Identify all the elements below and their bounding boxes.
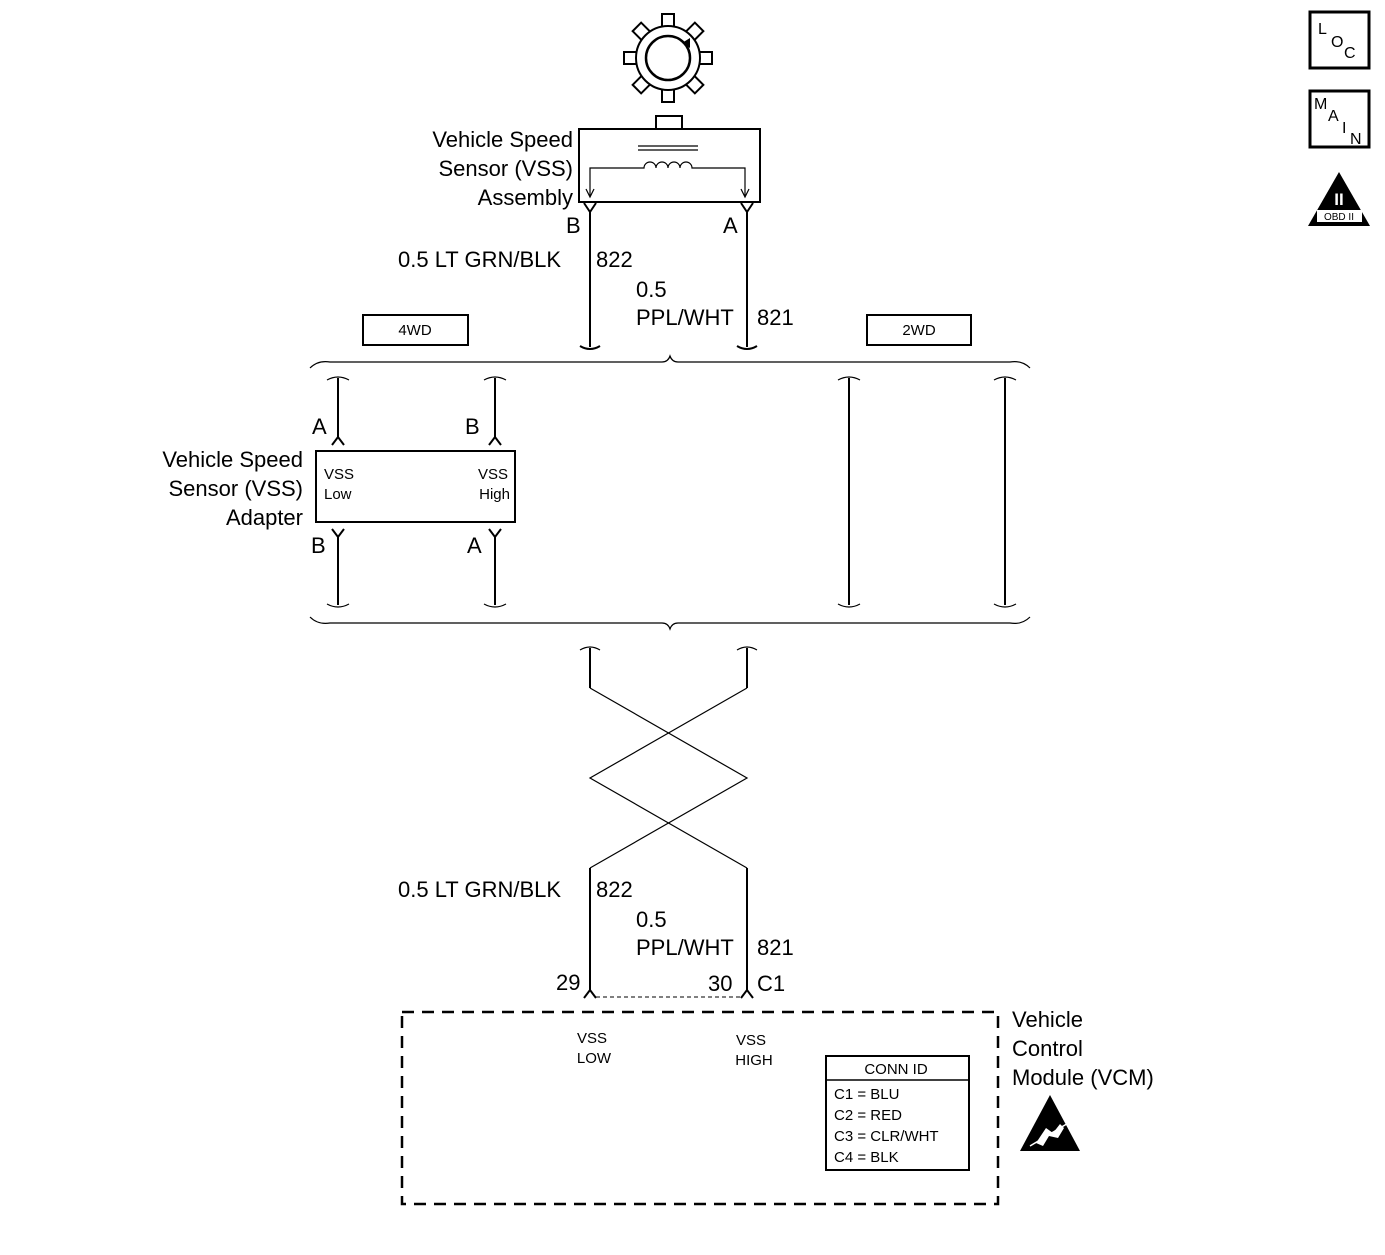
main-letter-a: A bbox=[1328, 108, 1339, 125]
main-letter-i: I bbox=[1342, 120, 1346, 137]
four-wd-wires bbox=[326, 376, 507, 608]
vss-adapter: Vehicle Speed Sensor (VSS) Adapter A B B… bbox=[162, 414, 516, 558]
conn-id-row-c2: C2 = RED bbox=[834, 1107, 902, 1124]
sensor-shaft bbox=[655, 115, 683, 131]
conn-id-row-c1: C1 = BLU bbox=[834, 1086, 899, 1103]
bottom-wire-821-circuit: 821 bbox=[757, 935, 794, 960]
vss-adapter-high-line2: High bbox=[479, 486, 510, 503]
top-wire-821-circuit: 821 bbox=[757, 305, 794, 330]
loc-button[interactable]: L O C bbox=[1308, 10, 1371, 70]
vcm-connector-c1: C1 bbox=[757, 971, 785, 996]
gear-icon bbox=[623, 13, 713, 103]
top-wire-822-circuit: 822 bbox=[596, 247, 633, 272]
option-4wd: 4WD bbox=[362, 314, 469, 346]
option-2wd: 2WD bbox=[866, 314, 972, 346]
vss-assembly-label-line2: Sensor (VSS) bbox=[439, 156, 574, 181]
vcm-module: Vehicle Control Module (VCM) VSS LOW VSS… bbox=[400, 1007, 1154, 1206]
vcm-vss-high-line2: HIGH bbox=[735, 1052, 773, 1069]
vcm-pin-29: 29 bbox=[556, 970, 580, 995]
loc-letter-l: L bbox=[1318, 21, 1327, 38]
vss-assembly-pin-b: B bbox=[566, 213, 581, 238]
vss-assembly-pin-a: A bbox=[723, 213, 738, 238]
coil-icon bbox=[638, 161, 698, 169]
vss-adapter-label-line1: Vehicle Speed bbox=[162, 447, 303, 472]
vcm-outline bbox=[400, 1010, 1000, 1206]
vss-adapter-low-line1: VSS bbox=[324, 466, 354, 483]
vcm-label-line2: Control bbox=[1012, 1036, 1083, 1061]
vss-adapter-in-pin-a: A bbox=[312, 414, 327, 439]
main-letter-m: M bbox=[1314, 96, 1327, 113]
obd-ii-numeral: II bbox=[1334, 190, 1343, 209]
vcm-label-line1: Vehicle bbox=[1012, 1007, 1083, 1032]
vss-adapter-in-pin-b: B bbox=[465, 414, 480, 439]
vss-assembly: Vehicle Speed Sensor (VSS) Assembly B A bbox=[432, 115, 761, 238]
main-button[interactable]: M A I N bbox=[1308, 89, 1371, 149]
bottom-wire-821-name: PPL/WHT bbox=[636, 935, 734, 960]
option-4wd-label: 4WD bbox=[398, 322, 432, 339]
vcm-vss-high-line1: VSS bbox=[736, 1032, 766, 1049]
obd-ii-button[interactable]: II OBD II bbox=[1308, 172, 1370, 226]
conn-id-row-c3: C3 = CLR/WHT bbox=[834, 1128, 939, 1145]
obd-ii-text: OBD II bbox=[1324, 212, 1354, 223]
vss-assembly-label-line3: Assembly bbox=[478, 185, 573, 210]
top-wires: 0.5 LT GRN/BLK 822 0.5 PPL/WHT 821 bbox=[398, 202, 794, 350]
bottom-wire-822-circuit: 822 bbox=[596, 877, 633, 902]
vss-adapter-out-pin-b: B bbox=[311, 533, 326, 558]
vss-adapter-box bbox=[315, 450, 516, 523]
vss-adapter-label-line2: Sensor (VSS) bbox=[169, 476, 304, 501]
vcm-label-line3: Module (VCM) bbox=[1012, 1065, 1154, 1090]
bottom-wire-labels: 0.5 LT GRN/BLK 822 0.5 PPL/WHT 821 29 30… bbox=[398, 877, 794, 996]
vcm-vss-low-line2: LOW bbox=[577, 1050, 612, 1067]
vss-adapter-low-line2: Low bbox=[324, 486, 352, 503]
top-wire-821-name: PPL/WHT bbox=[636, 305, 734, 330]
bottom-wire-821-gauge: 0.5 bbox=[636, 907, 667, 932]
vcm-vss-low-line1: VSS bbox=[577, 1030, 607, 1047]
conn-id-title: CONN ID bbox=[864, 1061, 928, 1078]
esd-warning-icon bbox=[1020, 1095, 1080, 1151]
top-wire-821-gauge: 0.5 bbox=[636, 277, 667, 302]
twisted-pair bbox=[579, 646, 758, 999]
vss-assembly-label-line1: Vehicle Speed bbox=[432, 127, 573, 152]
loc-letter-o: O bbox=[1331, 34, 1343, 51]
top-wire-822-name: 0.5 LT GRN/BLK bbox=[398, 247, 561, 272]
sensor-box bbox=[578, 128, 761, 203]
two-wd-wires bbox=[837, 376, 1017, 608]
option-brace-bottom bbox=[309, 616, 1031, 631]
option-brace-top bbox=[309, 354, 1031, 369]
bottom-wire-822-name: 0.5 LT GRN/BLK bbox=[398, 877, 561, 902]
conn-id-row-c4: C4 = BLK bbox=[834, 1149, 899, 1166]
option-2wd-label: 2WD bbox=[902, 322, 936, 339]
vcm-pin-30: 30 bbox=[708, 971, 732, 996]
main-letter-n: N bbox=[1350, 131, 1362, 148]
loc-letter-c: C bbox=[1344, 45, 1356, 62]
vss-adapter-label-line3: Adapter bbox=[226, 505, 303, 530]
vss-adapter-high-line1: VSS bbox=[478, 466, 508, 483]
vss-adapter-out-pin-a: A bbox=[467, 533, 482, 558]
conn-id-table: CONN ID C1 = BLU C2 = RED C3 = CLR/WHT C… bbox=[825, 1055, 970, 1171]
